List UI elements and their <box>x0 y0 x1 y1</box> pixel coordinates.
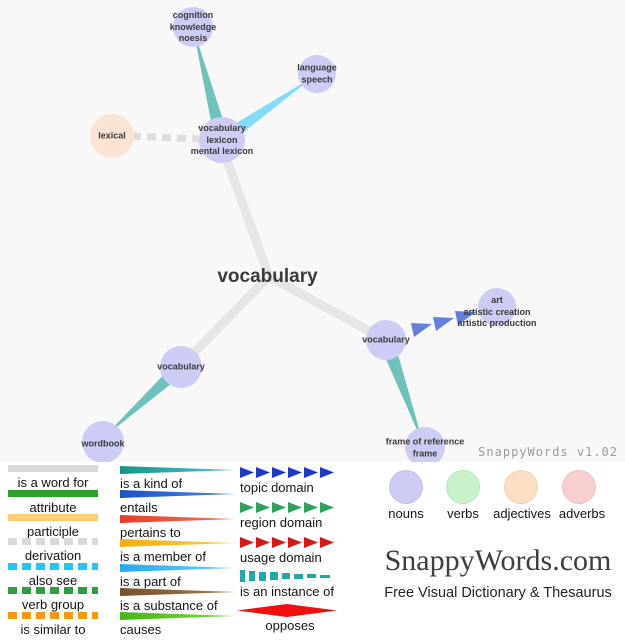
edge-topic-domain-arrow-3 <box>455 311 476 325</box>
legend-swatch-also-see <box>8 563 98 570</box>
legend-label-derivation: derivation <box>24 548 82 563</box>
edge-word-for-vocabulary-right <box>267 273 389 344</box>
graph-node-wordbook[interactable] <box>82 421 124 463</box>
node-line: mental lexicon <box>190 145 254 156</box>
brand-tagline: Free Visual Dictionary & Thesaurus <box>384 585 612 601</box>
legend-swatch-topic-domain <box>240 467 334 478</box>
legend-label-is-a-part-of: is a part of <box>120 574 181 589</box>
legend-label-is-a-member-of: is a member of <box>120 549 206 564</box>
center-word[interactable]: vocabulary <box>217 266 318 287</box>
edge-kind-of-cognition <box>193 28 229 142</box>
node-line: vocabulary <box>198 122 246 133</box>
legend-swatch-is-a-kind-of <box>120 466 236 474</box>
node-line: vocabulary <box>157 361 205 372</box>
legend-swatch-entails <box>120 490 236 498</box>
node-label-language: language speech <box>297 63 337 86</box>
node-line: frame <box>412 448 438 458</box>
legend-swatch-is-an-instance-of <box>240 570 330 582</box>
legend-label-is-a-kind-of: is a kind of <box>120 476 183 491</box>
legend-swatch-is-similar-to <box>8 612 98 619</box>
edge-derivation-lexical <box>131 132 200 143</box>
node-line: noesis <box>178 32 208 43</box>
node-line: lexicon <box>206 134 238 145</box>
legend-label-is-similar-to: is similar to <box>20 622 86 637</box>
pos-circle-verbs <box>446 470 480 504</box>
legend-label-is-a-substance-of: is a substance of <box>120 598 218 613</box>
pos-circle-adverbs <box>562 470 596 504</box>
pos-circle-adjectives <box>504 470 538 504</box>
node-line: cognition <box>172 9 214 20</box>
graph-node-lexicon[interactable] <box>199 117 245 163</box>
node-label-vocabulary-left: vocabulary <box>157 361 205 373</box>
edge-part-of-language <box>218 75 316 146</box>
node-line: language <box>297 62 337 73</box>
legend-label-pertains-to: pertains to <box>120 525 181 540</box>
graph-node-vocabulary-left[interactable] <box>160 346 202 388</box>
legend-swatch-usage-domain <box>240 537 334 548</box>
legend-swatch-is-a-substance-of <box>120 588 236 596</box>
graph-node-cognition[interactable] <box>173 7 213 47</box>
node-label-cognition: cognition knowledge noesis <box>170 10 217 45</box>
node-line: artistic creation <box>463 306 531 317</box>
edge-kind-of-frame <box>379 337 424 446</box>
legend-swatch-is-a-part-of <box>120 564 236 572</box>
legend-swatch-pertains-to <box>120 515 236 523</box>
node-line: artistic production <box>457 317 537 328</box>
node-line: art <box>491 294 503 305</box>
legend-label-verb-group: verb group <box>21 597 85 612</box>
legend-swatch-is-a-word-for <box>8 465 98 472</box>
legend-swatch-attribute <box>8 490 98 497</box>
graph-canvas[interactable]: cognition knowledge noesis language spee… <box>0 0 625 467</box>
legend-swatch-region-domain <box>240 502 334 513</box>
legend-swatch-is-a-member-of <box>120 539 236 547</box>
legend-label-region-domain: region domain <box>240 515 323 530</box>
pos-circle-nouns <box>389 470 423 504</box>
legend-label-also-see: also see <box>28 573 78 588</box>
legend-panel: is a word for attribute participle deriv… <box>0 462 625 641</box>
legend-swatch-verb-group <box>8 587 98 594</box>
legend-label-participle: participle <box>26 524 80 539</box>
brand-title: SnappyWords.com <box>384 544 612 577</box>
legend-label-topic-domain: topic domain <box>240 480 314 495</box>
node-line: wordbook <box>81 438 125 449</box>
edge-topic-domain-arrow-1 <box>411 323 432 337</box>
node-line: knowledge <box>169 21 217 32</box>
graph-node-lexical[interactable] <box>90 114 134 158</box>
pos-label-adverbs: adverbs <box>558 506 606 521</box>
legend-swatch-opposes <box>237 604 337 617</box>
edge-word-for-lexicon <box>217 144 273 276</box>
legend-label-usage-domain: usage domain <box>240 550 322 565</box>
node-label-art: art artistic creation artistic productio… <box>457 295 536 330</box>
node-label-lexical: lexical <box>98 130 126 142</box>
legend-label-is-an-instance-of: is an instance of <box>240 584 334 599</box>
legend-label-causes: causes <box>120 622 162 637</box>
node-line: speech <box>301 74 333 84</box>
node-line: frame of reference <box>385 436 465 447</box>
node-line: lexical <box>98 130 126 141</box>
node-label-wordbook: wordbook <box>82 438 125 450</box>
legend-label-entails: entails <box>120 500 158 515</box>
node-label-frame: frame of reference frame <box>386 437 465 460</box>
graph-node-frame[interactable] <box>405 427 445 467</box>
legend-label-attribute: attribute <box>29 500 77 515</box>
node-line: vocabulary <box>362 334 410 345</box>
legend-label-opposes: opposes <box>265 618 315 633</box>
legend-swatch-derivation <box>8 538 98 545</box>
node-label-lexicon: vocabulary lexicon mental lexicon <box>191 123 254 158</box>
node-label-vocabulary-right: vocabulary <box>362 334 410 346</box>
legend-label-is-a-word-for: is a word for <box>17 475 89 490</box>
graph-node-language[interactable] <box>298 55 336 93</box>
graph-node-art[interactable] <box>478 288 516 326</box>
version-label: SnappyWords v1.02 <box>478 445 618 459</box>
legend-swatch-participle <box>8 514 98 521</box>
pos-label-nouns: nouns <box>388 506 424 521</box>
pos-label-adjectives: adjectives <box>493 506 551 521</box>
edge-topic-domain-arrow-2 <box>433 317 454 331</box>
pos-label-verbs: verbs <box>447 506 479 521</box>
graph-node-vocabulary-right[interactable] <box>366 320 406 360</box>
legend-swatch-causes <box>120 612 236 620</box>
